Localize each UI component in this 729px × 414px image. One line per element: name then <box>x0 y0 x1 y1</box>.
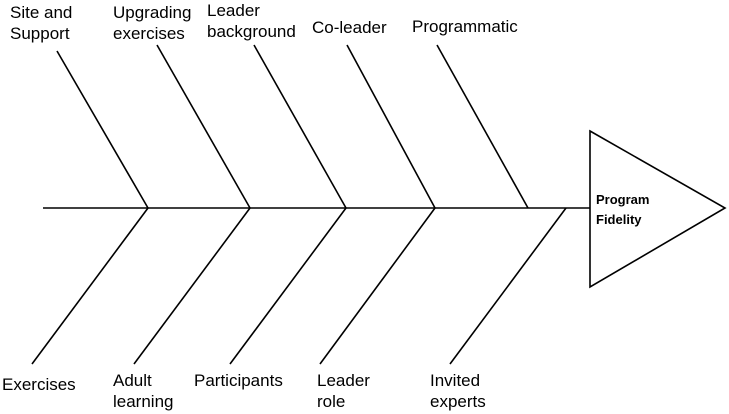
top-cause-programmatic: Programmatic <box>412 17 518 36</box>
bottom-rib-participants <box>229 207 347 365</box>
bottom-rib-leader-role <box>319 207 436 365</box>
top-rib-leader-background <box>253 44 347 209</box>
bottom-cause-adult-learning: Adult learning <box>113 371 174 411</box>
bottom-cause-participants: Participants <box>194 371 283 390</box>
top-cause-co-leader: Co-leader <box>312 18 387 37</box>
bottom-rib-invited-experts <box>449 207 567 365</box>
top-rib-co-leader <box>346 44 436 209</box>
bottom-rib-exercises <box>31 207 149 365</box>
top-rib-upgrading-exercises <box>156 44 251 209</box>
top-rib-programmatic <box>436 44 529 209</box>
top-cause-leader-background: Leader background <box>207 1 296 41</box>
bottom-cause-exercises: Exercises <box>2 375 76 394</box>
bottom-cause-invited-experts: Invited experts <box>430 371 486 411</box>
bottom-rib-adult-learning <box>133 207 251 365</box>
top-rib-site-and-support <box>56 50 149 209</box>
top-cause-upgrading-exercises: Upgrading exercises <box>113 3 192 43</box>
head-triangle <box>589 129 727 289</box>
head-label: Program Fidelity <box>596 192 650 227</box>
top-cause-site-and-support: Site and Support <box>10 3 73 43</box>
bottom-cause-leader-role: Leader role <box>317 371 370 411</box>
